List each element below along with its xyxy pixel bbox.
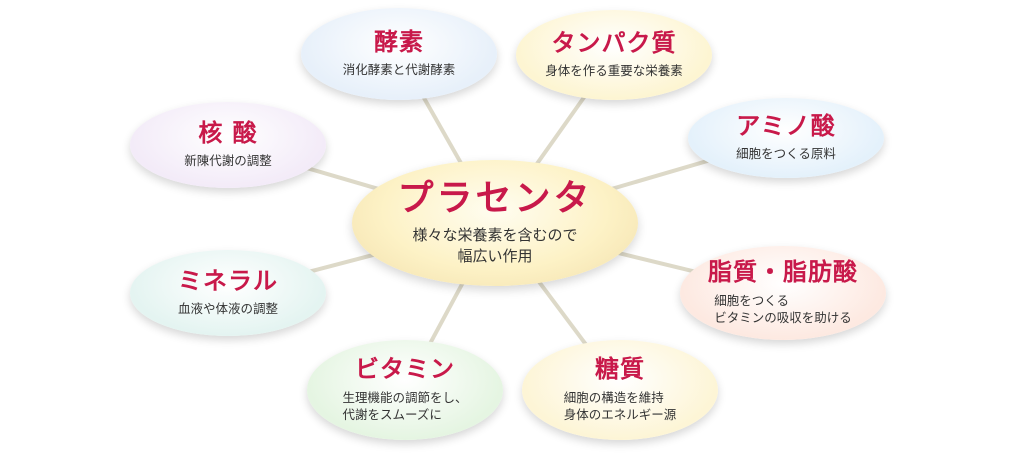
node-mineral-title: ミネラル — [178, 266, 278, 295]
node-amino-acid: アミノ酸 細胞をつくる原料 — [688, 98, 884, 178]
node-sugar-title: 糖質 — [595, 355, 645, 384]
node-mineral: ミネラル 血液や体液の調整 — [130, 250, 326, 336]
node-nucleic-acid-description: 新陳代謝の調整 — [184, 153, 272, 169]
node-sugar-description: 細胞の構造を維持 身体のエネルギー源 — [563, 389, 677, 422]
node-nucleic-acid: 核 酸 新陳代謝の調整 — [130, 102, 326, 188]
node-protein-description: 身体を作る重要な栄養素 — [545, 63, 683, 79]
node-nucleic-acid-title: 核 酸 — [198, 118, 258, 147]
node-mineral-description: 血液や体液の調整 — [177, 301, 278, 317]
node-amino-acid-description: 細胞をつくる原料 — [736, 146, 836, 162]
node-amino-acid-title: アミノ酸 — [736, 111, 836, 140]
node-enzyme: 酵素 消化酵素と代謝酵素 — [301, 8, 497, 100]
node-lipid-title: 脂質・脂肪酸 — [708, 258, 858, 287]
node-sugar: 糖質 細胞の構造を維持 身体のエネルギー源 — [522, 340, 718, 440]
node-protein: タンパク質 身体を作る重要な栄養素 — [516, 10, 712, 100]
node-enzyme-description: 消化酵素と代謝酵素 — [342, 62, 456, 78]
node-vitamin-description: 生理機能の調節をし、 代謝をスムーズに — [342, 389, 468, 422]
node-vitamin-title: ビタミン — [355, 355, 455, 384]
node-enzyme-title: 酵素 — [374, 27, 424, 56]
center-title: プラセンタ — [397, 178, 593, 220]
node-lipid: 脂質・脂肪酸 細胞をつくる ビタミンの吸収を助ける — [680, 246, 886, 340]
center-description: 様々な栄養素を含むので 幅広い作用 — [412, 225, 578, 265]
center-node-placenta: プラセンタ 様々な栄養素を含むので 幅広い作用 — [352, 160, 638, 286]
node-protein-title: タンパク質 — [551, 28, 677, 57]
node-lipid-description: 細胞をつくる ビタミンの吸収を助ける — [714, 292, 852, 325]
node-vitamin: ビタミン 生理機能の調節をし、 代謝をスムーズに — [307, 340, 503, 440]
